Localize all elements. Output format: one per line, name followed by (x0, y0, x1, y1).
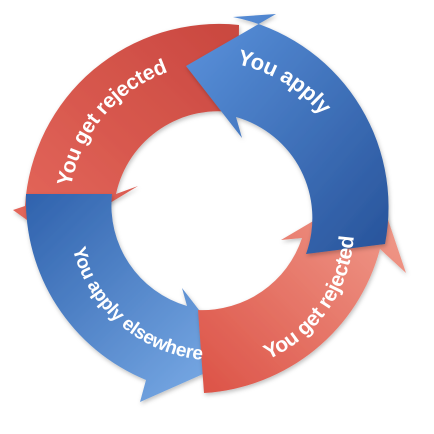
segment-top-right (186, 14, 389, 254)
segment-top-left (13, 23, 239, 239)
cycle-segments (13, 14, 406, 402)
segment-bottom-left (25, 194, 238, 402)
